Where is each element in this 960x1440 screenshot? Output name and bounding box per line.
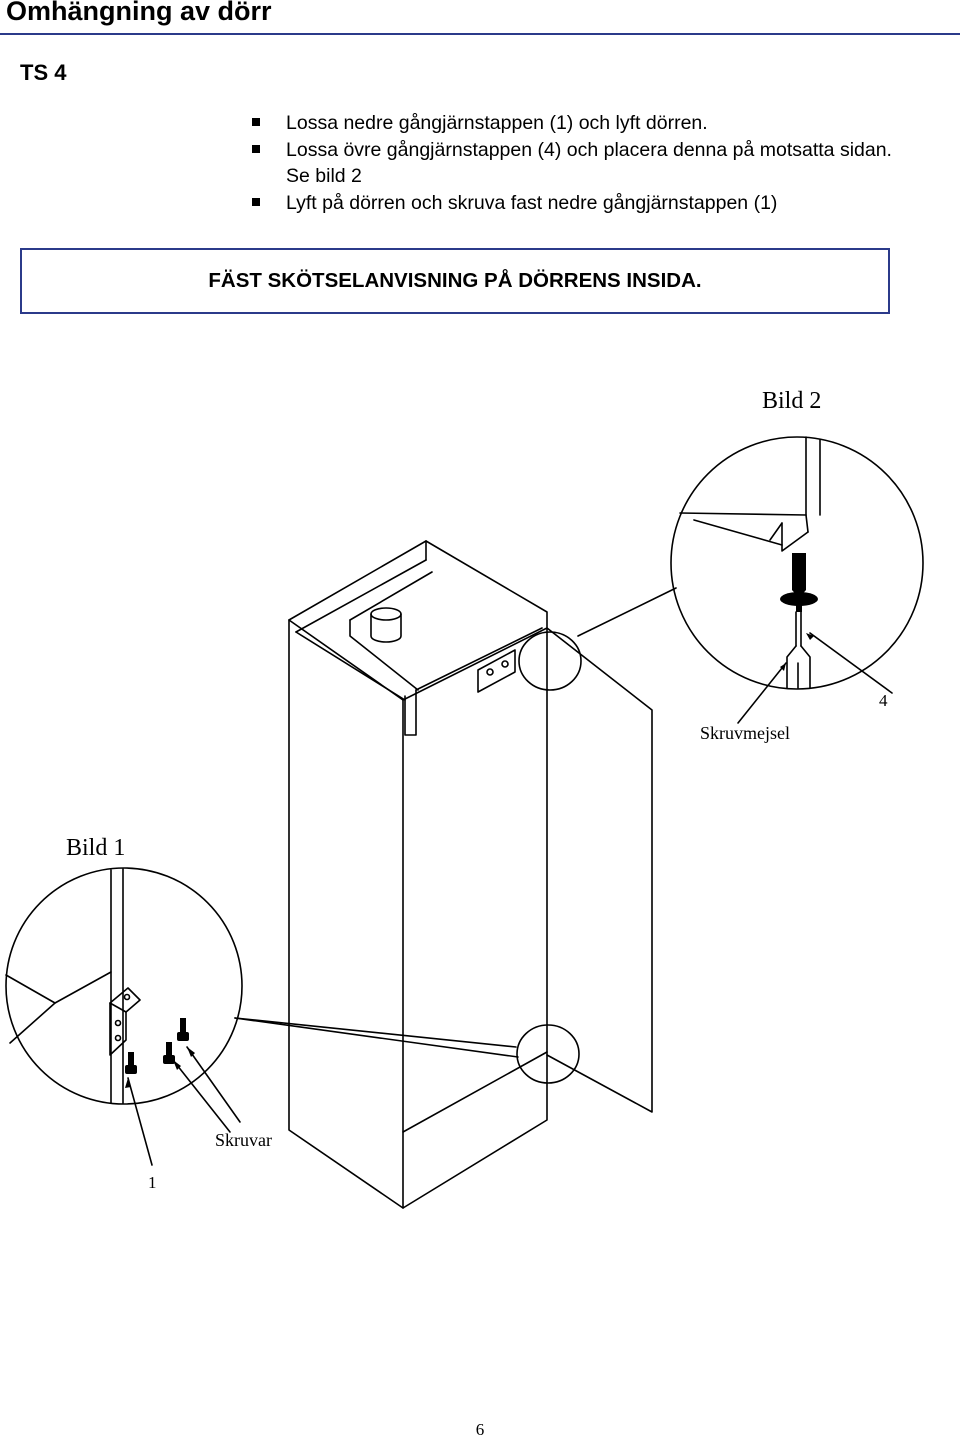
detail-circle-bild-1 bbox=[5, 867, 243, 1166]
instruction-step: Lyft på dörren och skruva fast nedre gån… bbox=[252, 190, 892, 217]
bullet-icon bbox=[252, 197, 260, 206]
bullet-icon bbox=[252, 118, 260, 126]
notice-text: FÄST SKÖTSELANVISNING PÅ DÖRRENS INSIDA. bbox=[208, 269, 702, 292]
instruction-step: Lossa nedre gångjärnstappen (1) och lyft… bbox=[252, 110, 892, 137]
door-panel bbox=[546, 627, 653, 1113]
screwdriver-label: Skruvmejsel bbox=[700, 723, 790, 743]
notice-box: FÄST SKÖTSELANVISNING PÅ DÖRRENS INSIDA. bbox=[20, 248, 890, 314]
callout-1-label: 1 bbox=[148, 1173, 157, 1192]
screw-icon bbox=[177, 1018, 189, 1041]
instruction-text: Lyft på dörren och skruva fast nedre gån… bbox=[286, 191, 778, 214]
detail-circle-bild-2 bbox=[670, 436, 924, 724]
section-code: TS 4 bbox=[20, 60, 67, 85]
instruction-list: Lossa nedre gångjärnstappen (1) och lyft… bbox=[252, 110, 892, 216]
page-number: 6 bbox=[475, 1420, 485, 1439]
callout-circle-top bbox=[518, 631, 582, 691]
screw-icon bbox=[125, 1052, 137, 1074]
screwdriver-icon bbox=[780, 553, 818, 612]
callout-circle-bottom bbox=[516, 1024, 580, 1084]
instruction-step: Lossa övre gångjärnstappen (4) och place… bbox=[252, 137, 892, 190]
callout-4-label: 4 bbox=[879, 691, 888, 710]
title-divider bbox=[0, 33, 960, 35]
instruction-text: Lossa nedre gångjärnstappen (1) och lyft… bbox=[286, 112, 708, 134]
cabinet-drawing bbox=[288, 540, 548, 1209]
page-title: Omhängning av dörr bbox=[6, 0, 272, 26]
bild-2-label: Bild 2 bbox=[762, 388, 821, 414]
screws-label: Skruvar bbox=[215, 1130, 272, 1150]
screw-icon bbox=[163, 1042, 175, 1064]
bild-1-label: Bild 1 bbox=[66, 835, 125, 861]
instruction-text: Lossa övre gångjärnstappen (4) och place… bbox=[286, 138, 892, 188]
bullet-icon bbox=[252, 144, 260, 153]
